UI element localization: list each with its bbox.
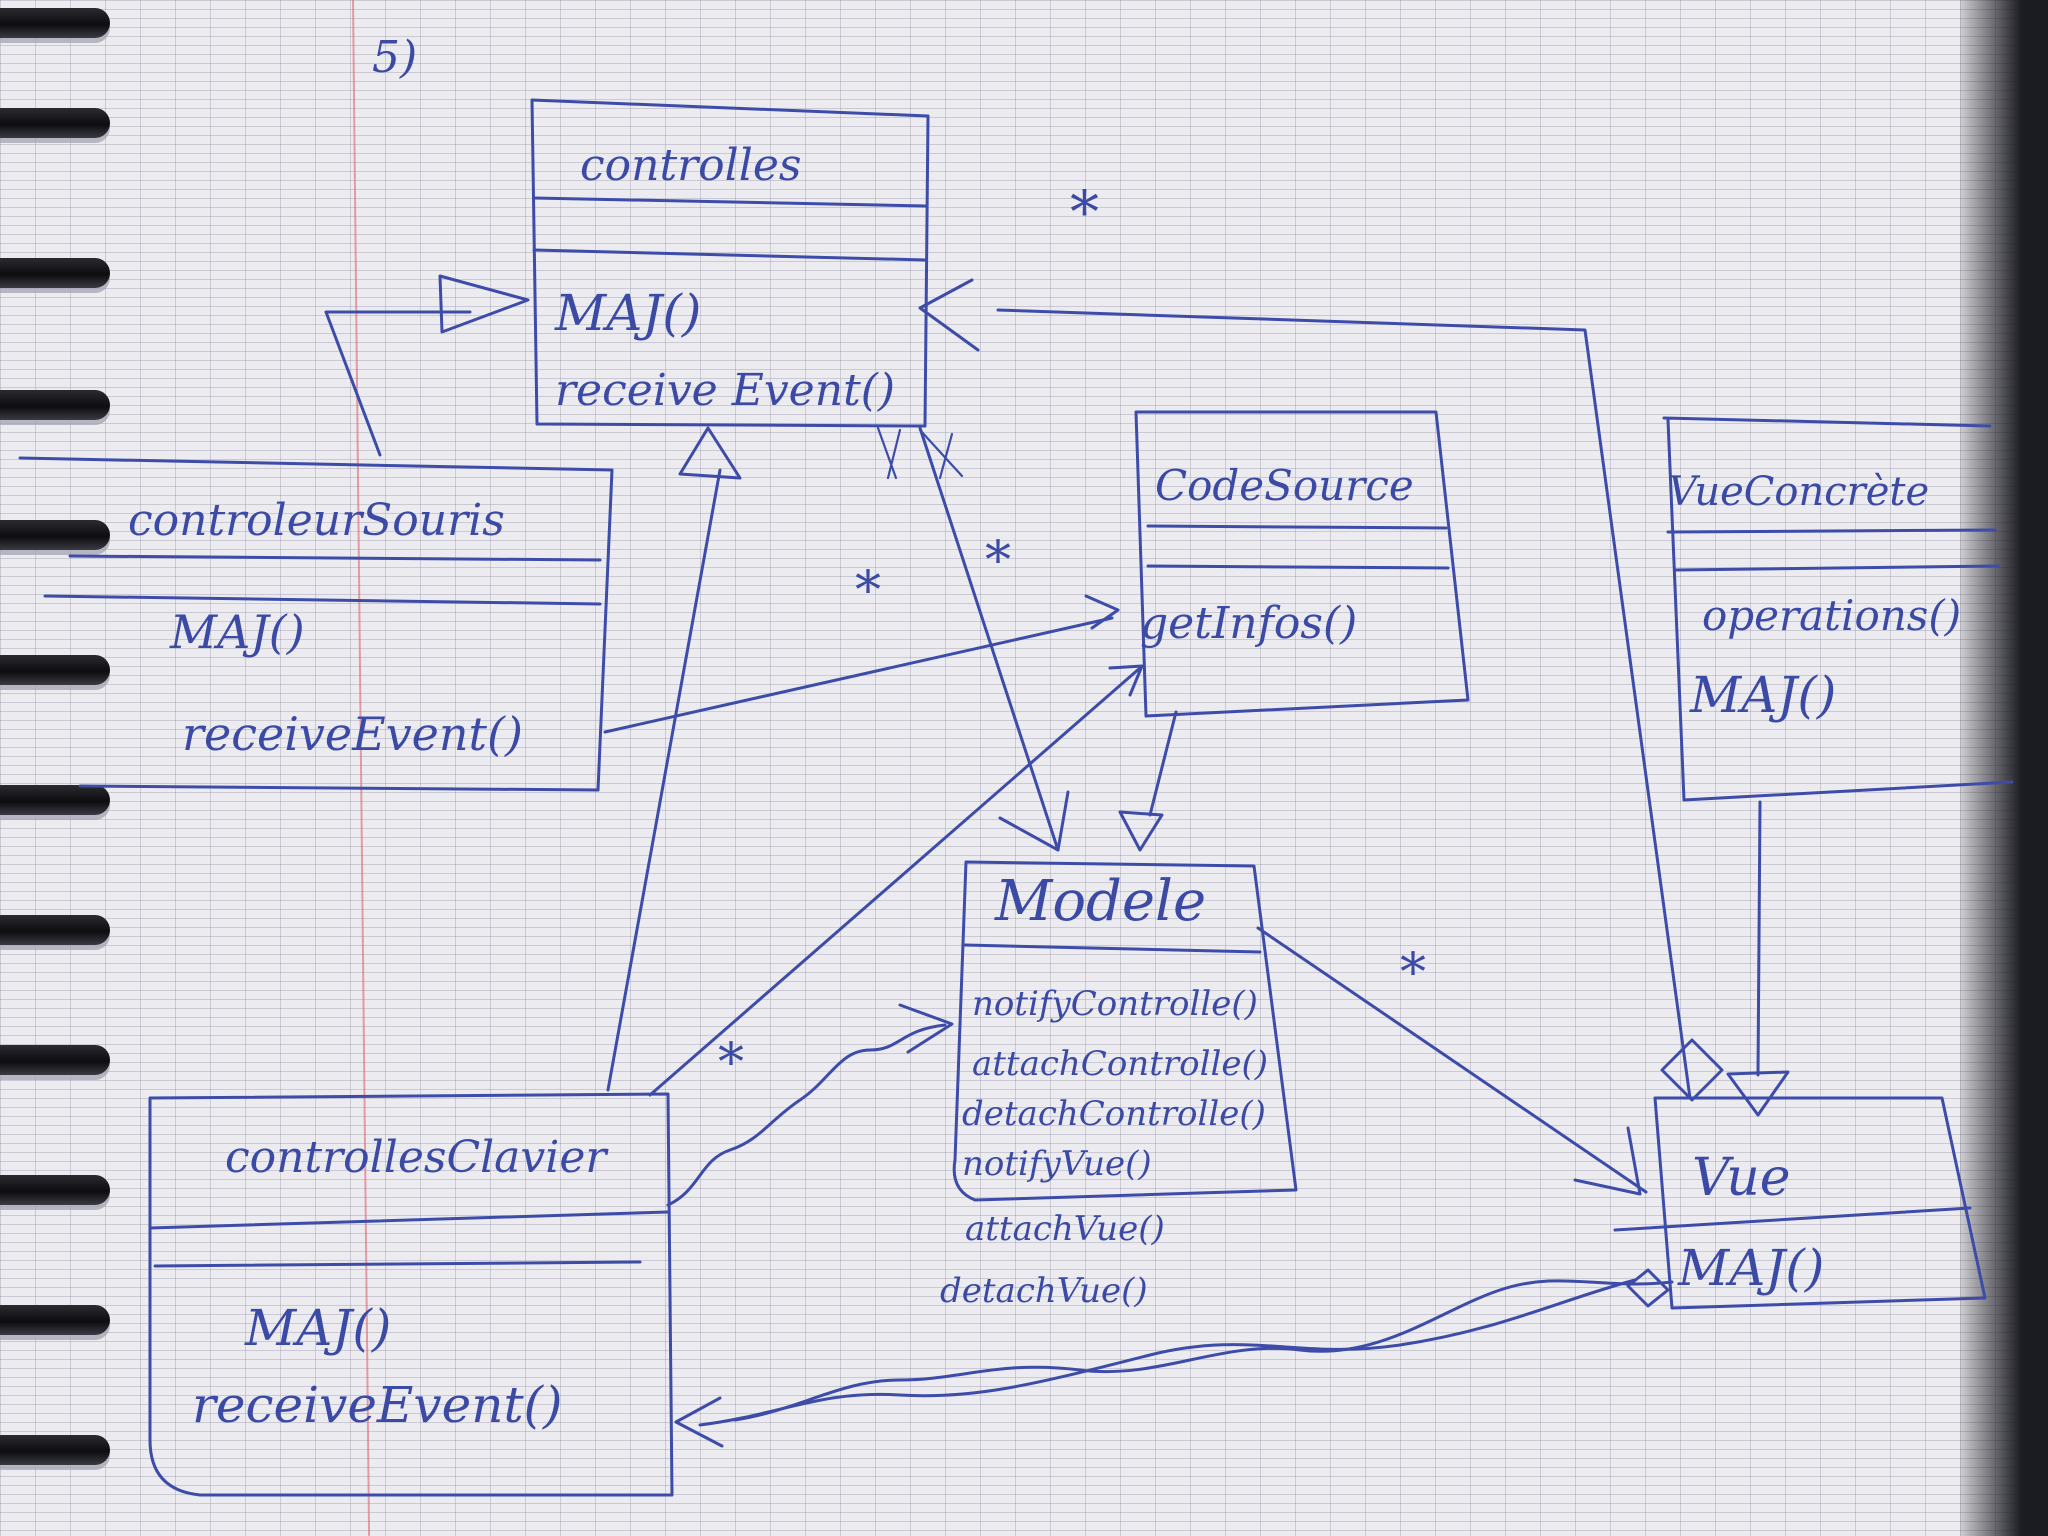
class-concrete-view: VueConcrète operations() MAJ() (1662, 416, 2014, 802)
generalization-arrowhead (438, 274, 530, 334)
class-box (1662, 416, 2014, 802)
class-controller: controlles MAJ() receive Event() (530, 98, 930, 428)
association-line (648, 666, 1142, 1097)
generalization-line (1148, 710, 1178, 817)
spiral-ring (0, 390, 110, 420)
method: MAJ() (169, 605, 305, 659)
aggregation-diamond (1660, 1038, 1724, 1102)
class-name: controlles (580, 140, 801, 191)
class-box (952, 860, 1298, 1202)
method: receive Event() (555, 365, 895, 416)
class-divider (532, 248, 928, 262)
method: MAJ() (554, 284, 701, 342)
generalization-line (606, 468, 722, 1092)
association-arrowhead (898, 1003, 954, 1054)
spiral-ring (0, 655, 110, 685)
method: MAJ() (244, 1299, 391, 1357)
class-divider (963, 943, 1262, 954)
paper-edge-shadow (1960, 0, 2048, 1536)
class-box (1134, 410, 1470, 718)
class-divider (532, 196, 928, 208)
spiral-ring (0, 8, 110, 38)
class-keyboard-controller: controllesClavier MAJ() receiveEvent() (148, 1092, 674, 1497)
multiplicity: * (1070, 178, 1099, 246)
association-line (666, 1023, 947, 1207)
class-divider (148, 1210, 670, 1230)
association-arrowhead (998, 790, 1070, 852)
class-divider (1613, 1206, 1972, 1232)
class-name: controleurSouris (128, 495, 505, 546)
class-model: Modele notifyControlle() attachControlle… (940, 860, 1298, 1311)
method: receiveEvent() (182, 707, 523, 761)
association-line (918, 426, 1060, 852)
class-divider (153, 1260, 642, 1268)
class-divider (1146, 524, 1448, 530)
class-divider (1146, 564, 1450, 570)
class-divider (1673, 564, 2000, 572)
association-line (1256, 926, 1648, 1194)
generalization-line (1756, 800, 1762, 1077)
spiral-ring (0, 1435, 110, 1465)
association-arrowhead (674, 1396, 724, 1448)
navigability-marks (876, 426, 964, 480)
class-box (1653, 1096, 1987, 1310)
multiplicity: * (855, 561, 881, 621)
spiral-ring (0, 1305, 110, 1335)
association-line (698, 1278, 1637, 1427)
spiral-ring (0, 1045, 110, 1075)
relationships (324, 274, 1790, 1448)
class-view: Vue MAJ() (1613, 1096, 1987, 1310)
class-mouse-controller: controleurSouris MAJ() receiveEvent() (18, 456, 614, 792)
generalization-arrowhead (1118, 810, 1164, 852)
class-name: CodeSource (1155, 461, 1414, 510)
spiral-ring (0, 258, 110, 288)
class-name: controllesClavier (225, 1132, 609, 1183)
class-divider (1666, 528, 1997, 534)
exercise-number: 5) (372, 32, 417, 83)
generalization-arrowhead (1726, 1070, 1790, 1117)
association-line (996, 308, 1692, 1100)
spiral-ring (0, 108, 110, 138)
method: getInfos() (1140, 598, 1357, 649)
association-arrowhead (1108, 664, 1144, 697)
association-arrowhead (1084, 594, 1120, 630)
method: notifyVue() (962, 1144, 1152, 1184)
association-line (603, 616, 1114, 734)
association-line (733, 1279, 1674, 1422)
spiral-ring (0, 785, 110, 815)
method: detachVue() (940, 1271, 1148, 1311)
method: attachVue() (965, 1209, 1165, 1249)
class-name: VueConcrète (1668, 469, 1929, 515)
multiplicity: * (1400, 943, 1426, 1003)
multiplicity-labels: * * * * * (718, 178, 1426, 1093)
class-divider (68, 554, 602, 562)
method: operations() (1702, 591, 1961, 640)
method: detachControlle() (962, 1094, 1266, 1134)
class-name: Vue (1692, 1148, 1791, 1208)
method: receiveEvent() (192, 1376, 563, 1434)
spiral-ring (0, 1175, 110, 1205)
class-divider (43, 594, 602, 606)
class-source-code: CodeSource getInfos() (1134, 410, 1470, 718)
class-box (18, 456, 614, 792)
method: MAJ() (1689, 666, 1836, 724)
class-box (530, 98, 930, 428)
multiplicity: * (985, 531, 1011, 591)
generalization-line (324, 310, 472, 457)
method: notifyControlle() (972, 984, 1258, 1024)
generalization-arrowhead (678, 426, 742, 480)
class-name: Modele (994, 869, 1206, 934)
association-arrowhead (1573, 1126, 1642, 1196)
multiplicity: * (718, 1033, 744, 1093)
spiral-ring (0, 520, 110, 550)
method: attachControlle() (972, 1044, 1268, 1084)
method: MAJ() (1677, 1239, 1824, 1297)
class-box (148, 1092, 674, 1497)
aggregation-diamond (1626, 1268, 1670, 1308)
association-arrowhead (918, 278, 980, 352)
spiral-ring (0, 915, 110, 945)
